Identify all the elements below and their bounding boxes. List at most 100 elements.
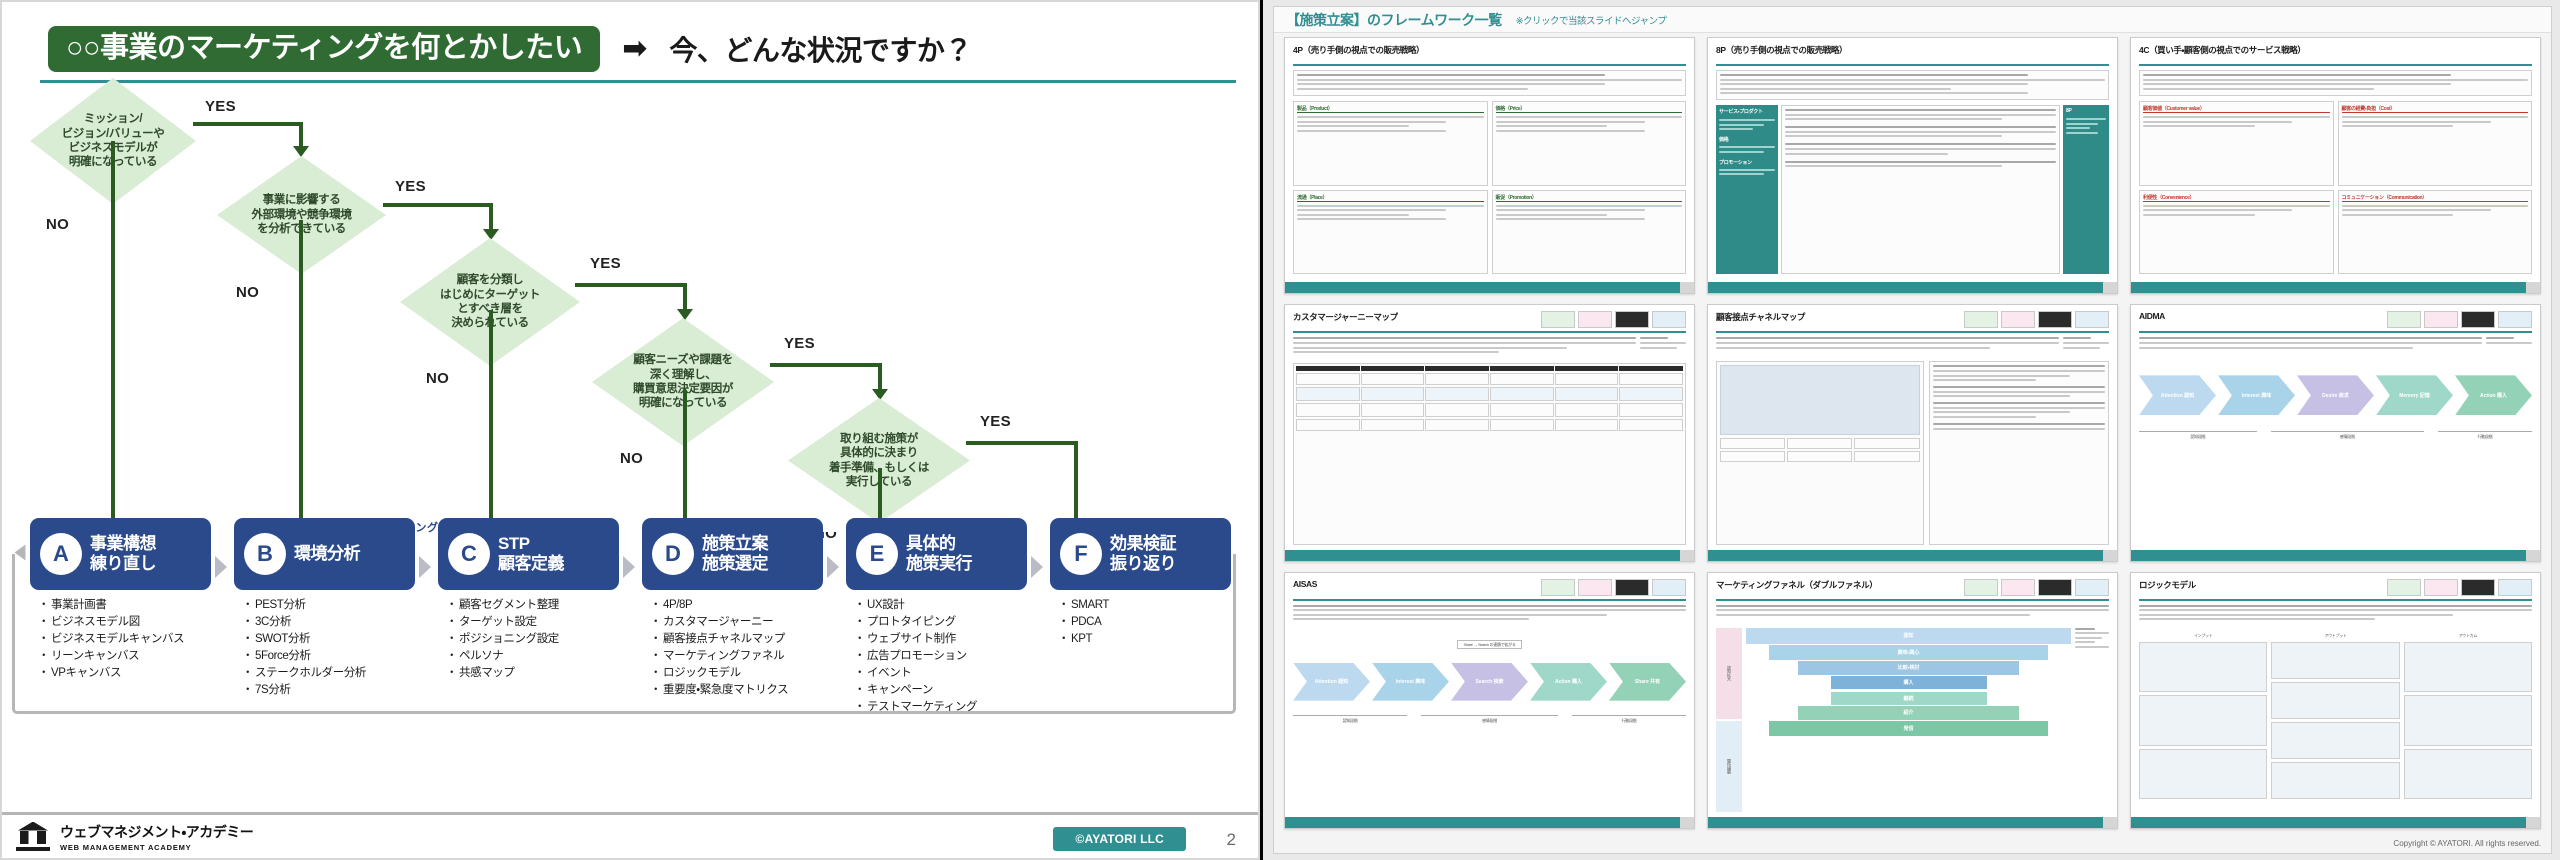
thumb-body xyxy=(1293,337,1686,546)
thumb-footer-corner xyxy=(2103,817,2117,828)
thumb-head: ロジックモデル xyxy=(2139,578,2532,599)
flow-no-2-v xyxy=(299,220,303,531)
thumbnail-title: カスタマージャーニーマップ xyxy=(1293,312,1398,323)
tab-selected xyxy=(2461,578,2495,596)
no-label-1: NO xyxy=(46,216,70,233)
framework-index-title: 【施策立案】のフレームワーク一覧 xyxy=(1286,11,1502,28)
stage-e-items: UX設計 プロトタイピング ウェブサイト制作 広告プロモーション イベント キャ… xyxy=(846,597,1027,716)
title-divider xyxy=(40,80,1236,83)
stage-card-f[interactable]: F 効果検証 振り返り SMART PDCA KPT xyxy=(1050,518,1231,648)
stage-card-a[interactable]: A 事業構想 練り直し 事業計画書 ビジネスモデル図 ビジネスモデルキャンバス … xyxy=(30,518,211,682)
tab-blue xyxy=(2075,311,2109,329)
brand-name-en: WEB MANAGEMENT ACADEMY xyxy=(60,842,192,852)
flow-line-4-v xyxy=(878,363,882,391)
decision-4-text: 顧客ニーズや課題を 深く理解し、 購買意思決定要因が 明確になっている xyxy=(633,354,733,409)
thumbnail-logic-model[interactable]: ロジックモデル インプット アウトプット xyxy=(2130,571,2541,829)
thumb-footer-corner xyxy=(2103,549,2117,561)
yes-label-1: YES xyxy=(205,98,236,115)
thumb-tab-strip xyxy=(1541,578,1686,596)
thumb-rule xyxy=(1716,598,2109,601)
stage-card-b[interactable]: B 環境分析 PEST分析 3C分析 SWOT分析 5Force分析 ステークホ… xyxy=(234,518,415,699)
footer-divider xyxy=(2,812,1258,815)
list-item: 5Force分析 xyxy=(242,648,415,665)
stage-e-box[interactable]: E 具体的 施策実行 xyxy=(846,518,1027,590)
thumb-footer-corner xyxy=(2103,282,2117,294)
thumbnail-customer-journey[interactable]: カスタマージャーニーマップ xyxy=(1284,304,1695,562)
stage-card-e[interactable]: E 具体的 施策実行 UX設計 プロトタイピング ウェブサイト制作 広告プロモー… xyxy=(846,518,1027,716)
feedback-loop-arrow xyxy=(14,544,26,561)
thumbnail-title: 8P（売り手側の視点での販売戦略） xyxy=(1716,45,1848,55)
stage-d-box[interactable]: D 施策立案 施策選定 xyxy=(642,518,823,590)
quad-label: コミュニケーション（Communication） xyxy=(2341,194,2528,202)
stage-f-items: SMART PDCA KPT xyxy=(1050,597,1231,648)
thumb-footer-bar xyxy=(1285,282,1694,294)
funnel-lower-3: 発信 xyxy=(1768,720,2049,736)
thumb-footer-corner xyxy=(2526,549,2540,561)
thumbnail-title: マーケティングファネル（ダブルファネル） xyxy=(1716,579,1878,590)
stage-c-box[interactable]: C STP 顧客定義 xyxy=(438,518,619,590)
framework-index-header: 【施策立案】のフレームワーク一覧 ※クリックで当該スライドへジャンプ xyxy=(1274,7,2551,33)
stage-b-box[interactable]: B 環境分析 xyxy=(234,518,415,590)
thumb-head: 4C（買い手・顧客側の視点でのサービス戦略） xyxy=(2139,44,2532,64)
list-item: PDCA xyxy=(1058,614,1231,631)
aidma-band-2: 感情段階 xyxy=(2270,431,2424,440)
slide-preview-pane: ○○事業のマーケティングを何とかしたい ➡ 今、どんな状況ですか？ ミッション/… xyxy=(0,0,1263,860)
thumbnail-aisas[interactable]: AISAS Share → Search の連鎖で拡がる xyxy=(1284,571,1695,829)
flow-no-1-v xyxy=(111,141,115,531)
stage-f-box[interactable]: F 効果検証 振り返り xyxy=(1050,518,1231,590)
list-item: マーケティングファネル xyxy=(650,648,823,665)
tab-selected xyxy=(2038,578,2072,596)
stage-d-letter: D xyxy=(652,533,694,575)
aisas-step-5: Share 共有 xyxy=(1609,662,1686,701)
stage-b-items: PEST分析 3C分析 SWOT分析 5Force分析 ステークホルダー分析 7… xyxy=(234,597,415,699)
list-item: 顧客セグメント整理 xyxy=(446,597,619,614)
list-item: ポジショニング設定 xyxy=(446,631,619,648)
thumbnail-title: 顧客接点チャネルマップ xyxy=(1716,312,1806,323)
thumb-body: Attention 認知 Interest 興味 Desire 欲求 Memor… xyxy=(2139,337,2532,546)
quad-label: 顧客価値（Customer value） xyxy=(2143,105,2330,113)
thumbnail-title: 4C（買い手・顧客側の視点でのサービス戦略） xyxy=(2139,45,2306,55)
aisas-band-1: 認知段階 xyxy=(1293,714,1408,724)
thumbnail-8p[interactable]: 8P（売り手側の視点での販売戦略） サービス・プロダクト 価格 xyxy=(1707,37,2118,295)
tab-blue xyxy=(2498,578,2532,596)
thumbnail-channel-map[interactable]: 顧客接点チャネルマップ xyxy=(1707,304,2118,562)
list-item: 7S分析 xyxy=(242,682,415,699)
list-item: ターゲット設定 xyxy=(446,614,619,631)
thumbnail-title: AIDMA xyxy=(2139,311,2165,322)
flow-no-5-v xyxy=(878,468,882,531)
thumb-body: 顧客価値（Customer value） 顧客の経費・負担（Cost） 利便性（… xyxy=(2139,70,2532,279)
framework-index-sheet: 【施策立案】のフレームワーク一覧 ※クリックで当該スライドへジャンプ 4P（売り… xyxy=(1273,6,2552,854)
tab-pink xyxy=(2001,311,2035,329)
thumbnail-4p[interactable]: 4P（売り手側の視点での販売戦略） 製品（Product） xyxy=(1284,37,1695,295)
aisas-step-4: Action 購入 xyxy=(1530,662,1607,701)
slide-footer: ウェブマネジメント・アカデミー WEB MANAGEMENT ACADEMY ©… xyxy=(2,815,1258,858)
no-label-2: NO xyxy=(236,284,260,301)
tab-blue xyxy=(2498,311,2532,329)
list-item: ステークホルダー分析 xyxy=(242,665,415,682)
aisas-band-2: 感情段階 xyxy=(1421,714,1558,724)
aidma-step-5: Action 購入 xyxy=(2455,375,2532,416)
logic-col-1: インプット xyxy=(2193,632,2213,638)
stage-card-c[interactable]: C STP 顧客定義 顧客セグメント整理 ターゲット設定 ポジショニング設定 ペ… xyxy=(438,518,619,682)
stage-c-letter: C xyxy=(448,533,490,575)
stage-separator-icon xyxy=(827,556,839,578)
flow-line-1-h xyxy=(193,122,303,126)
thumbnail-title: ロジックモデル xyxy=(2139,579,2196,590)
quad-label: 価格（Price） xyxy=(1495,105,1682,113)
list-item: SMART xyxy=(1058,597,1231,614)
tab-blue xyxy=(1652,578,1686,596)
thumb-body: Share → Search の連鎖で拡がる Attention 認知 Inte… xyxy=(1293,604,1686,814)
stage-card-d[interactable]: D 施策立案 施策選定 4P/8P カスタマージャーニー 顧客接点チャネルマップ… xyxy=(642,518,823,699)
aidma-step-1: Attention 認知 xyxy=(2139,375,2216,416)
stage-a-box[interactable]: A 事業構想 練り直し xyxy=(30,518,211,590)
thumbnail-aidma[interactable]: AIDMA xyxy=(2130,304,2541,562)
thumb-rule xyxy=(2139,331,2532,334)
thumbnail-4c[interactable]: 4C（買い手・顧客側の視点でのサービス戦略） 顧客価値（Customer val… xyxy=(2130,37,2541,295)
tab-green xyxy=(1964,578,1998,596)
thumbnail-marketing-funnel[interactable]: マーケティングファネル（ダブルファネル） 認知拡 xyxy=(1707,571,2118,829)
flow-line-2-h xyxy=(383,203,493,207)
aidma-step-4: Memory 記憶 xyxy=(2376,375,2453,416)
logic-col-3: アウトカム xyxy=(2458,632,2478,638)
funnel-upper-3: 比較・検討 xyxy=(1798,660,2019,675)
thumb-tab-strip xyxy=(2387,578,2532,596)
